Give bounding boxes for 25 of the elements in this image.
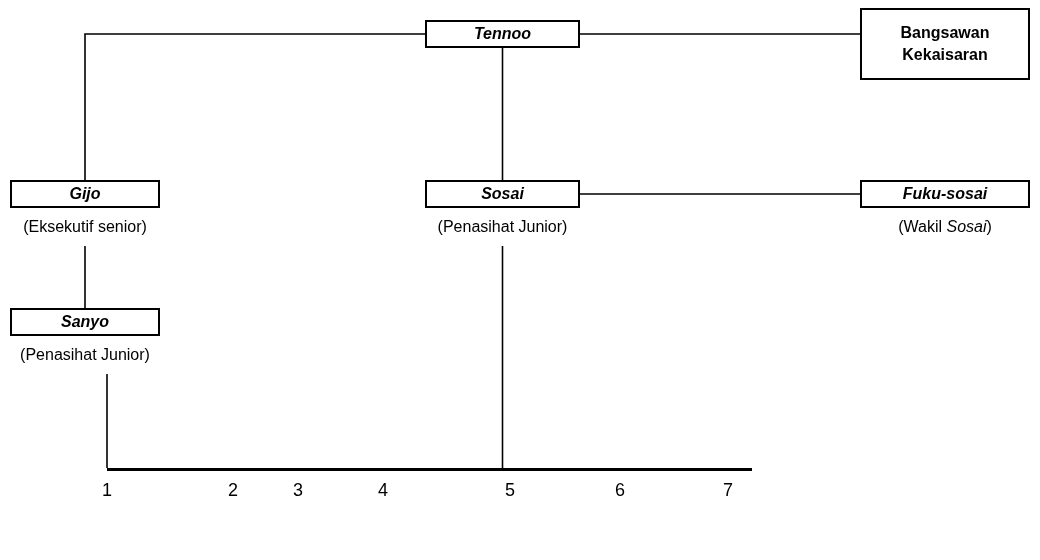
connector-line (106, 373, 108, 469)
connector-line (501, 245, 504, 469)
org-box: Gijo (10, 180, 160, 208)
org-box: Tennoo (425, 20, 580, 48)
scale-number: 4 (378, 480, 388, 500)
scale-number: 3 (293, 480, 303, 500)
scale-number: 7 (723, 480, 733, 500)
org-box: Sanyo (10, 308, 160, 336)
org-box: Bangsawan Kekaisaran (860, 8, 1030, 80)
connector-line (579, 193, 861, 195)
scale-number: 5 (505, 480, 515, 500)
connector-line (84, 33, 426, 181)
connector-line (579, 33, 861, 35)
connector-line (84, 245, 86, 309)
horizontal-line (107, 468, 752, 471)
scale-number: 2 (228, 480, 238, 500)
org-box: Sosai (425, 180, 580, 208)
scale-number: 1 (102, 480, 112, 500)
role-caption: (Eksekutif senior) (23, 217, 147, 237)
org-box: Fuku-sosai (860, 180, 1030, 208)
role-caption: (Wakil Sosai) (898, 217, 992, 237)
role-caption: (Penasihat Junior) (437, 217, 568, 237)
scale-number: 6 (615, 480, 625, 500)
role-caption: (Penasihat Junior) (20, 345, 150, 365)
connector-line (501, 47, 504, 181)
